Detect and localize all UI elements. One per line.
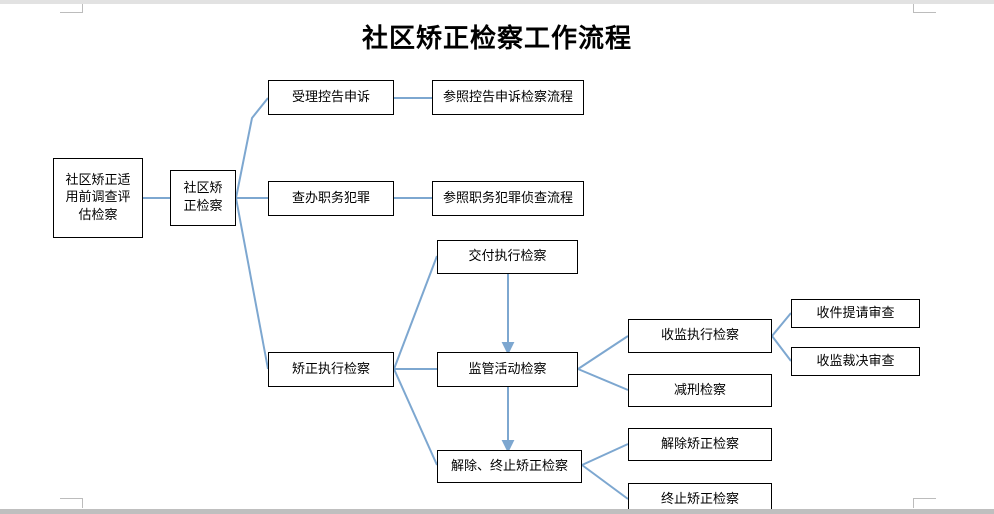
flow-node-n9[interactable]: 监管活动检察 <box>437 352 578 387</box>
flow-node-label: 收件提请审查 <box>816 305 895 321</box>
flow-node-n8[interactable]: 交付执行检察 <box>437 240 578 274</box>
flow-node-n2[interactable]: 社区矫 正检察 <box>170 170 236 226</box>
flow-node-n6[interactable]: 参照职务犯罪侦查流程 <box>432 181 584 216</box>
flow-node-n5[interactable]: 查办职务犯罪 <box>268 181 394 216</box>
margin-mark-bottom-left <box>60 498 83 508</box>
flow-node-n7[interactable]: 矫正执行检察 <box>268 352 394 387</box>
flow-node-label: 终止矫正检察 <box>660 491 739 507</box>
flow-node-n1[interactable]: 社区矫正适 用前调查评 估检察 <box>53 158 143 238</box>
margin-mark-top-right <box>913 4 936 13</box>
flow-node-label: 减刑检察 <box>673 382 726 398</box>
flow-node-n10[interactable]: 收监执行检察 <box>628 319 772 353</box>
flow-node-label: 查办职务犯罪 <box>291 190 370 206</box>
flow-node-label: 矫正执行检察 <box>291 361 370 377</box>
flow-node-n13[interactable]: 收监裁决审查 <box>791 347 920 376</box>
page-title: 社区矫正检察工作流程 <box>361 24 632 54</box>
flow-node-label: 参照控告申诉检察流程 <box>442 89 573 105</box>
flow-node-label: 收监执行检察 <box>660 328 739 344</box>
flow-node-label: 参照职务犯罪侦查流程 <box>442 190 573 206</box>
flow-node-label: 收监裁决审查 <box>816 353 895 369</box>
connector-n10-to-n12 <box>771 312 792 337</box>
connector-n7-to-n8 <box>393 255 438 370</box>
connector-n14-to-n16 <box>581 464 629 500</box>
margin-mark-top-left <box>60 4 83 13</box>
flow-node-label: 监管活动检察 <box>468 361 547 377</box>
connector-n2-to-n3 <box>235 97 269 199</box>
flow-node-n15[interactable]: 解除矫正检察 <box>628 428 772 461</box>
flow-node-label: 解除矫正检察 <box>660 436 739 452</box>
connector-n9-to-n11 <box>577 368 629 391</box>
flow-node-n16[interactable]: 终止矫正检察 <box>628 483 772 514</box>
flow-node-label: 受理控告申诉 <box>291 89 370 105</box>
connector-n14-to-n15 <box>581 443 629 466</box>
connector-n9-to-n10 <box>577 335 629 370</box>
flow-node-label: 交付执行检察 <box>468 249 547 265</box>
flow-node-label: 解除、终止矫正检察 <box>450 458 568 474</box>
flow-node-label: 社区矫正适 用前调查评 估检察 <box>65 172 131 223</box>
flow-node-n14[interactable]: 解除、终止矫正检察 <box>437 450 582 483</box>
page-top-rule <box>0 0 994 4</box>
flow-node-n3[interactable]: 受理控告申诉 <box>268 80 394 115</box>
margin-mark-bottom-right <box>913 498 936 508</box>
connector-n7-to-n14 <box>393 368 438 466</box>
flow-node-label: 社区矫 正检察 <box>183 181 223 214</box>
flow-node-n4[interactable]: 参照控告申诉检察流程 <box>432 80 584 115</box>
page-bottom-bar <box>0 509 994 514</box>
flow-node-n11[interactable]: 减刑检察 <box>628 374 772 407</box>
flow-node-n12[interactable]: 收件提请审查 <box>791 299 920 328</box>
connector-n10-to-n13 <box>771 335 792 362</box>
connector-n2-to-n7 <box>235 197 269 370</box>
